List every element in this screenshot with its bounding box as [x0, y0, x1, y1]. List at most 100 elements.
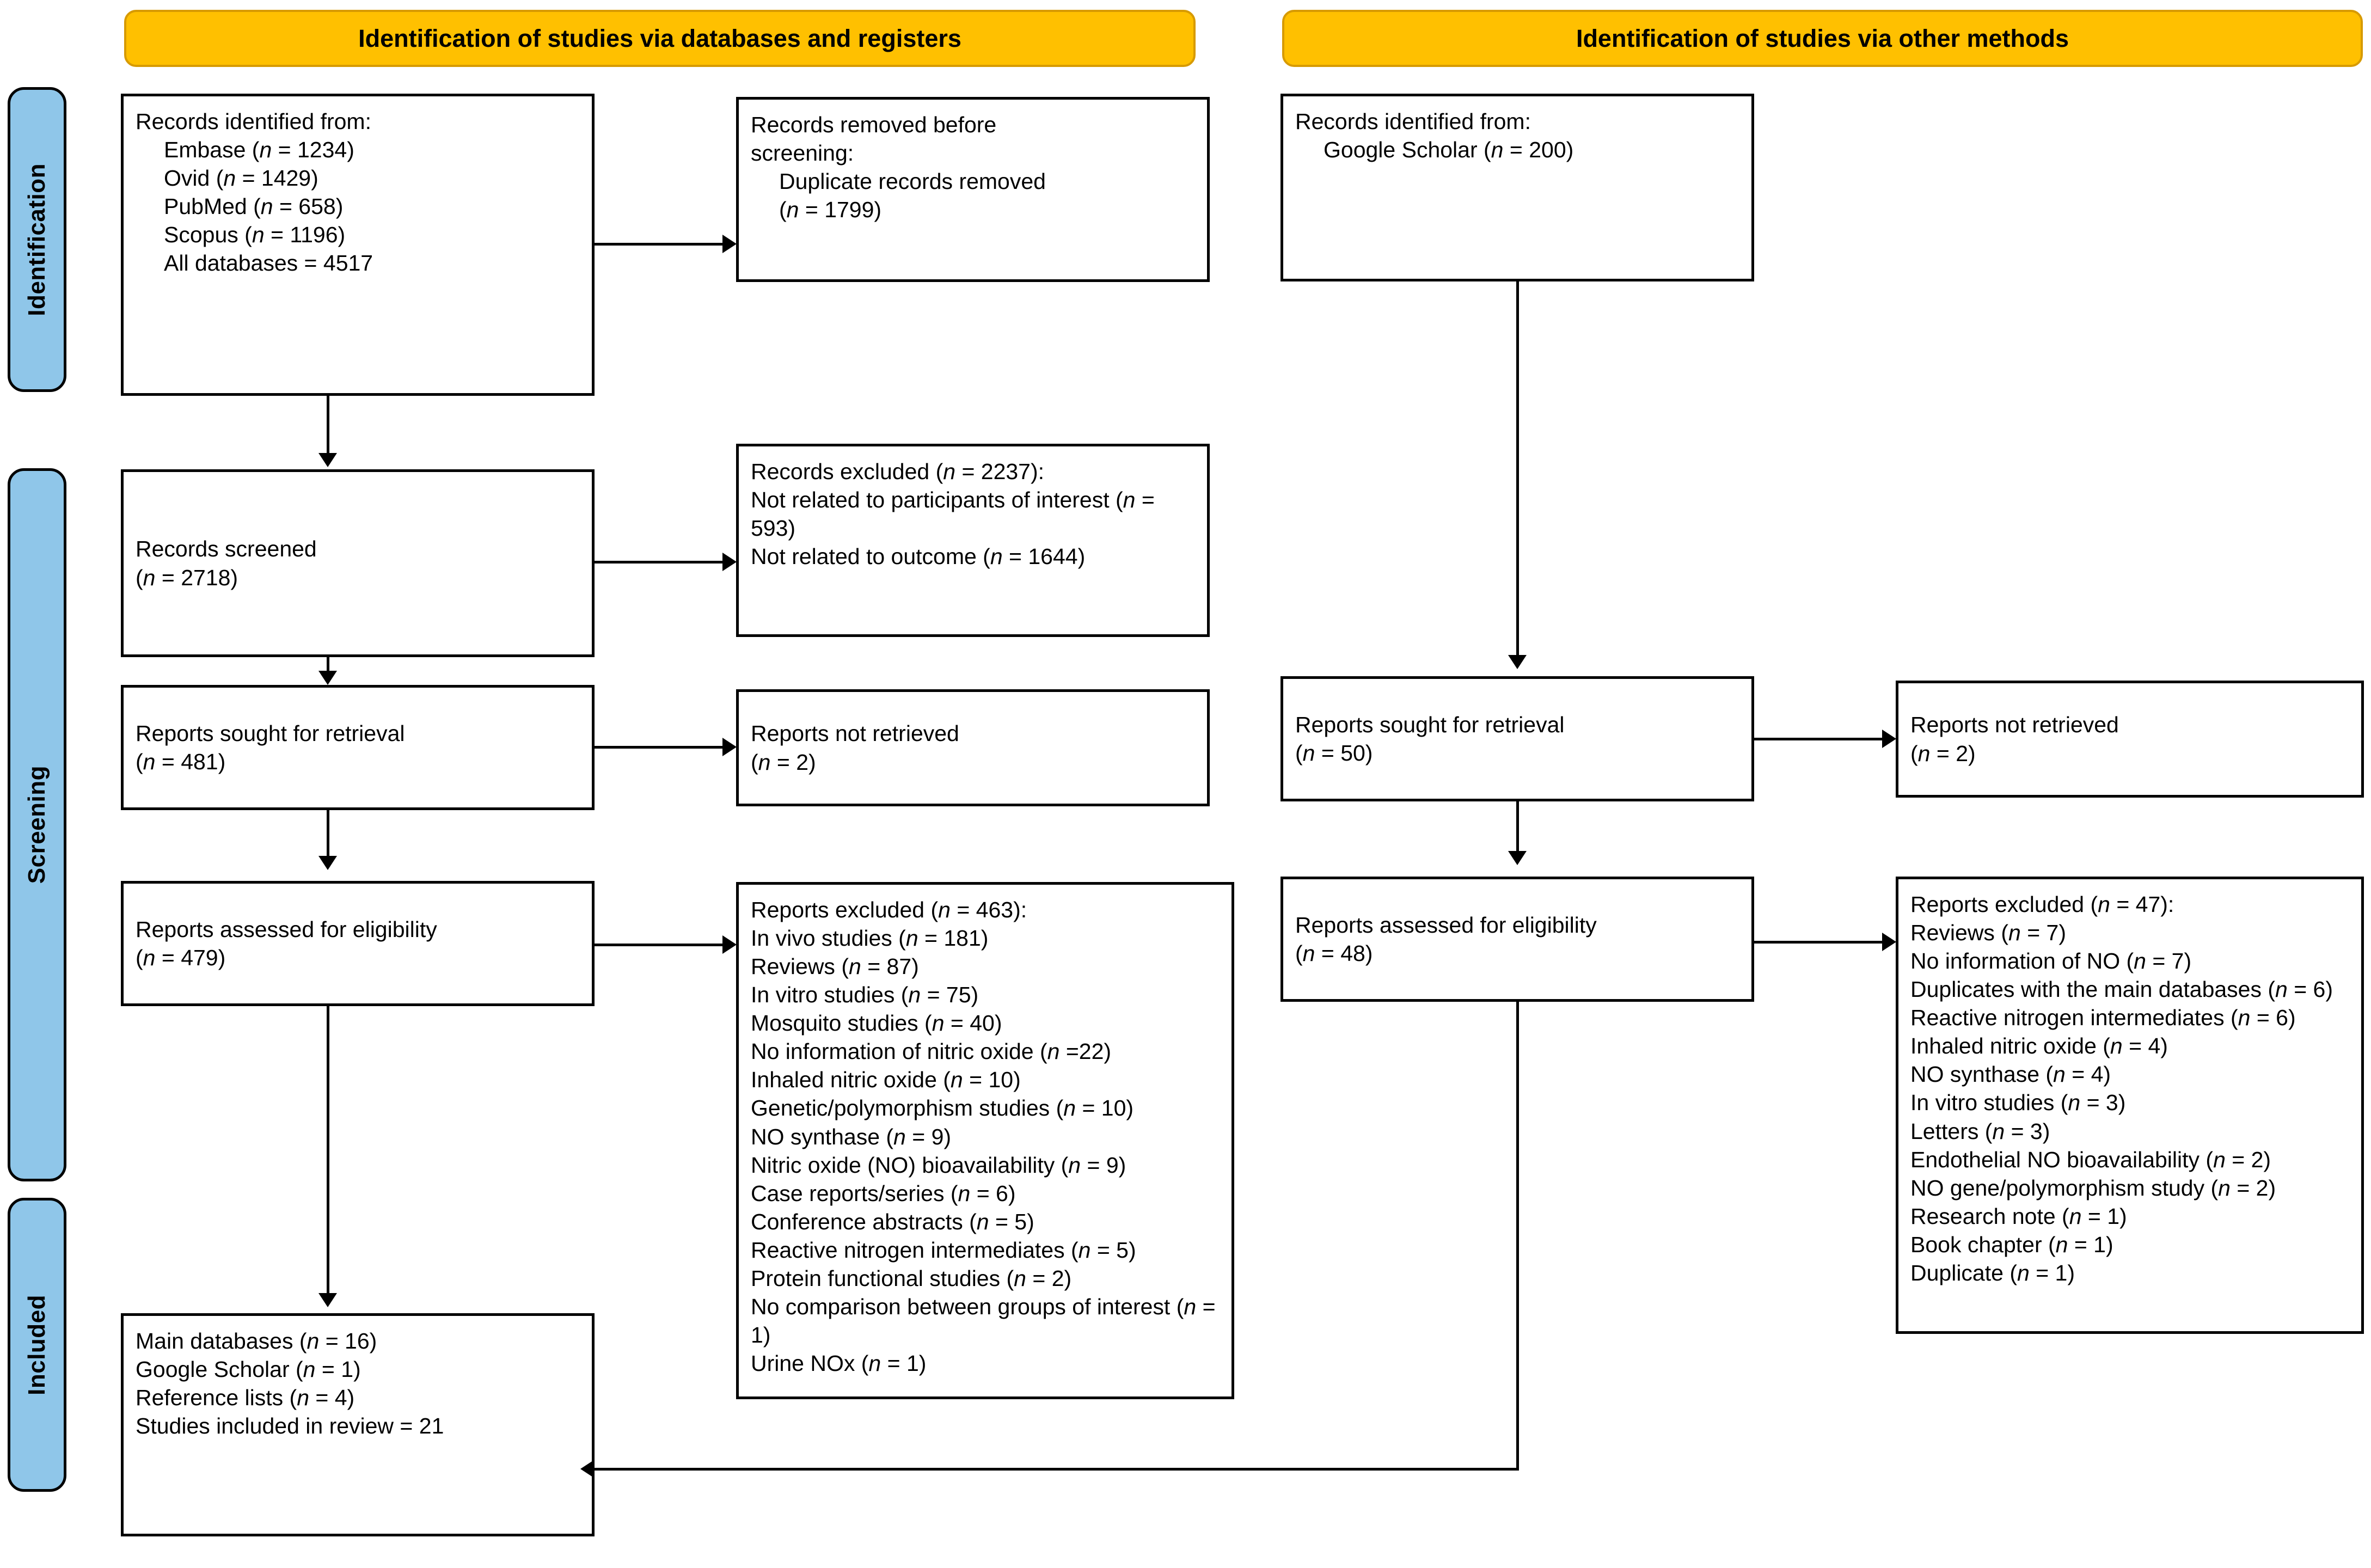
node-line: Ovid (n = 1429) [164, 166, 318, 191]
node-line: Research note (n = 1) [1910, 1203, 2127, 1229]
header-databases-and-registers: Identification of studies via databases … [124, 10, 1196, 67]
node-line: Conference abstracts (n = 5) [751, 1209, 1034, 1234]
node-line: Urine NOx (n = 1) [751, 1351, 927, 1376]
node-line: Protein functional studies (n = 2) [751, 1265, 1072, 1291]
connector-assessed-to-excluded [595, 944, 722, 946]
node-line: Reports sought for retrieval [136, 720, 405, 746]
node-reports-not-retrieved-other: Reports not retrieved (n = 2) [1896, 681, 2364, 798]
node-line: screening: [751, 140, 854, 166]
arrowhead-sought-to-assessed [318, 856, 337, 870]
node-line: Reactive nitrogen intermediates (n = 6) [1910, 1005, 2296, 1031]
node-line: Scopus (n = 1196) [164, 222, 346, 248]
node-line: (n = 481) [136, 749, 226, 774]
node-line: Inhaled nitric oxide (n = 10) [751, 1067, 1021, 1093]
arrowhead-identified-to-removed [722, 235, 737, 253]
connector-identified-to-screened [327, 396, 329, 456]
arrowhead-screened-to-sought [318, 671, 337, 685]
node-line: No information of NO (n = 7) [1910, 948, 2192, 974]
node-line: (n = 2) [751, 749, 816, 775]
node-records-excluded: Records excluded (n = 2237): Not related… [736, 444, 1210, 637]
node-line: Reports excluded (n = 463): [751, 897, 1027, 922]
header-other-methods: Identification of studies via other meth… [1282, 10, 2363, 67]
node-line: In vitro studies (n = 3) [1910, 1090, 2126, 1116]
node-line: In vitro studies (n = 75) [751, 982, 979, 1008]
phase-pill-screening: Screening [8, 468, 66, 1181]
node-line: (n = 2718) [136, 565, 238, 590]
node-line: No comparison between groups of interest… [751, 1294, 1216, 1347]
arrowhead-other-sought-to-assessed [1508, 851, 1527, 865]
header-databases-label: Identification of studies via databases … [358, 24, 961, 52]
node-line: Main databases (n = 16) [136, 1328, 377, 1353]
node-reports-excluded-databases: Reports excluded (n = 463): In vivo stud… [736, 882, 1234, 1399]
node-line: Reports sought for retrieval [1295, 712, 1565, 737]
node-line: Not related to participants of interest … [751, 487, 1155, 541]
node-line: (n = 48) [1295, 941, 1373, 966]
node-line: Reports assessed for eligibility [1295, 912, 1597, 938]
node-line: Reviews (n = 87) [751, 954, 919, 979]
node-line: Reports not retrieved [1910, 712, 2119, 738]
arrowhead-assessed-to-included [318, 1293, 337, 1307]
node-reports-sought-other: Reports sought for retrieval (n = 50) [1281, 676, 1754, 801]
node-line: Not related to outcome (n = 1644) [751, 544, 1086, 569]
node-reports-sought-databases: Reports sought for retrieval (n = 481) [121, 685, 595, 810]
node-line: Reviews (n = 7) [1910, 920, 2066, 946]
phase-label-included: Included [23, 1294, 50, 1395]
node-line: PubMed (n = 658) [164, 194, 344, 219]
node-records-screened: Records screened (n = 2718) [121, 469, 595, 657]
header-other-methods-label: Identification of studies via other meth… [1576, 24, 2069, 52]
arrowhead-other-assessed-to-excluded [1882, 933, 1896, 951]
node-line: Duplicate (n = 1) [1910, 1260, 2075, 1285]
node-line: Records removed before [751, 112, 997, 137]
node-line: No information of nitric oxide (n =22) [751, 1039, 1112, 1064]
connector-identified-to-removed [595, 243, 722, 246]
node-line: Reactive nitrogen intermediates (n = 5) [751, 1237, 1136, 1263]
node-line: Records screened [136, 536, 317, 562]
node-line: Reports excluded (n = 47): [1910, 892, 2174, 917]
node-line: NO synthase (n = 9) [751, 1124, 952, 1149]
connector-other-sought-to-assessed [1516, 801, 1519, 853]
node-line: Studies included in review = 21 [136, 1413, 444, 1439]
node-reports-assessed-databases: Reports assessed for eligibility (n = 47… [121, 881, 595, 1006]
connector-screened-to-excluded [595, 561, 722, 564]
node-reports-excluded-other: Reports excluded (n = 47): Reviews (n = … [1896, 877, 2364, 1334]
node-records-removed-before-screening: Records removed before screening: Duplic… [736, 97, 1210, 282]
node-line: Records identified from: [1295, 109, 1531, 134]
node-line: Embase (n = 1234) [164, 137, 354, 163]
node-line: (n = 479) [136, 945, 226, 970]
connector-sought-to-assessed [327, 810, 329, 858]
node-line: Reports not retrieved [751, 721, 959, 746]
node-line: Case reports/series (n = 6) [751, 1180, 1016, 1206]
node-line: (n = 2) [1910, 740, 1976, 766]
node-line: Duplicates with the main databases (n = … [1910, 977, 2333, 1002]
node-line: (n = 1799) [779, 197, 882, 223]
node-line: Records excluded (n = 2237): [751, 459, 1045, 484]
arrowhead-other-to-included [580, 1460, 595, 1478]
connector-other-identified-to-sought [1516, 281, 1519, 657]
node-line: Nitric oxide (NO) bioavailability (n = 9… [751, 1152, 1126, 1178]
node-line: NO gene/polymorphism study (n = 2) [1910, 1175, 2276, 1200]
arrowhead-identified-to-screened [318, 453, 337, 467]
arrowhead-assessed-to-excluded [722, 935, 737, 954]
node-line: (n = 50) [1295, 740, 1373, 765]
connector-assessed-to-included [327, 1006, 329, 1295]
node-line: Google Scholar (n = 200) [1324, 137, 1574, 163]
node-line: In vivo studies (n = 181) [751, 926, 989, 951]
phase-pill-identification: Identification [8, 87, 66, 392]
node-included-summary: Main databases (n = 16) Google Scholar (… [121, 1313, 595, 1536]
phase-pill-included: Included [8, 1198, 66, 1492]
connector-other-to-included [595, 1468, 1519, 1471]
connector-other-assessed-down [1516, 1002, 1519, 1470]
connector-other-sought-to-not-retrieved [1754, 738, 1882, 740]
node-line: Inhaled nitric oxide (n = 4) [1910, 1033, 2168, 1059]
connector-sought-to-not-retrieved [595, 746, 722, 749]
node-line: Duplicate records removed [779, 169, 1046, 194]
node-records-identified-databases: Records identified from: Embase (n = 123… [121, 94, 595, 396]
node-line: Reference lists (n = 4) [136, 1385, 355, 1411]
connector-other-assessed-to-excluded [1754, 941, 1882, 944]
node-records-identified-other: Records identified from: Google Scholar … [1281, 94, 1754, 281]
node-reports-not-retrieved-databases: Reports not retrieved (n = 2) [736, 689, 1210, 806]
node-line: Google Scholar (n = 1) [136, 1357, 361, 1382]
node-line: Mosquito studies (n = 40) [751, 1010, 1002, 1036]
node-line: Letters (n = 3) [1910, 1118, 2050, 1144]
